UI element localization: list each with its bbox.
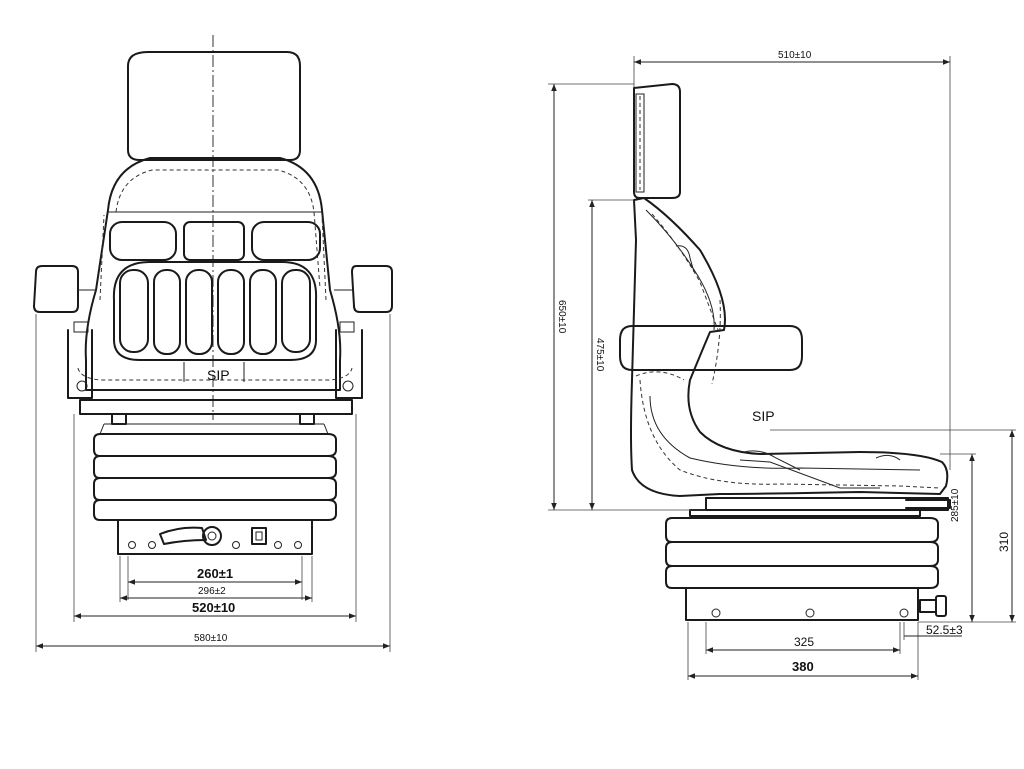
front-adjust-knob	[202, 526, 222, 546]
dim-overall-height-label: 650±10	[556, 300, 567, 334]
front-panel-center	[183, 221, 245, 261]
side-view: 510±10 SIP	[548, 50, 1016, 680]
front-pad-1	[119, 269, 149, 353]
front-armrest-left	[33, 265, 79, 313]
side-headrest	[633, 83, 681, 199]
front-cushion-frame	[112, 261, 318, 361]
dim-stroke-height-label: 310	[997, 532, 1011, 552]
dim-backrest-height-label: 475±10	[594, 338, 605, 372]
side-brand-label: SIP	[752, 408, 775, 424]
front-switch	[251, 527, 267, 545]
dim-seat-height-label: 285±10	[950, 488, 961, 522]
front-base-box	[117, 519, 313, 555]
side-base-box	[685, 587, 919, 621]
front-height-lever	[159, 526, 207, 545]
side-bellows	[665, 509, 939, 589]
front-bellows	[93, 423, 337, 521]
front-bracket-right	[335, 329, 363, 399]
front-panel-left	[109, 221, 177, 261]
dim-base-width-label: 520±10	[192, 600, 235, 615]
dim-rail-outer-label: 380	[792, 659, 814, 674]
side-seat-profile	[630, 197, 949, 497]
front-backrest-contour	[115, 169, 321, 289]
dim-overall-depth-label: 510±10	[778, 50, 812, 61]
side-armrest	[619, 325, 803, 371]
dim-mount-outer-label: 296±2	[198, 586, 226, 597]
dim-overall-width-label: 580±10	[194, 633, 228, 644]
front-armrest-right	[351, 265, 393, 313]
front-pad-6	[281, 269, 311, 353]
dim-rail-inner-label: 325	[794, 635, 814, 649]
front-backrest	[84, 157, 342, 391]
front-brand-label: SIP	[207, 367, 230, 383]
front-bracket-left	[67, 329, 93, 399]
dim-offset-label: 52.5±3	[926, 623, 963, 637]
front-panel-right	[251, 221, 321, 261]
front-headrest	[127, 51, 301, 161]
side-adjust-knob	[919, 599, 937, 613]
front-view: SIP 260±1	[33, 35, 393, 652]
dim-mount-inner-label: 260±1	[197, 566, 233, 581]
front-seat-plate	[79, 399, 353, 415]
